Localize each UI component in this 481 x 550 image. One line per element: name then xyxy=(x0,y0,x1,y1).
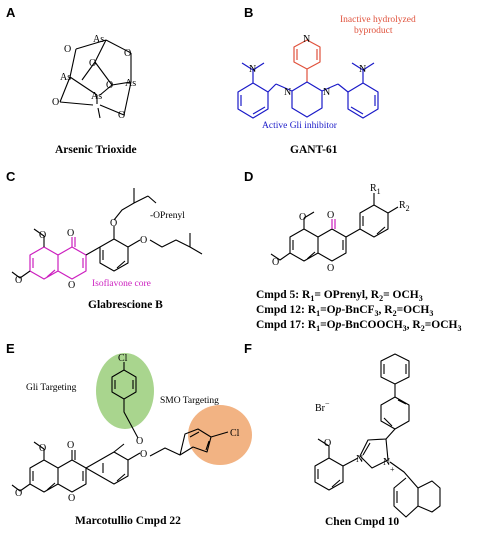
ether-o-atom: O xyxy=(110,218,117,229)
pyranone-o-atom: O xyxy=(327,263,334,274)
panel-letter-a: A xyxy=(6,5,16,20)
panel-b: B Inactive hydrolyzed byproduct N N N N … xyxy=(237,5,416,156)
methoxy-o-atom: O xyxy=(299,212,306,223)
pyranone-o-atom: O xyxy=(68,280,75,291)
methoxy-o-atom: O xyxy=(324,438,331,449)
positive-charge: + xyxy=(390,465,395,474)
methoxy-o-atom: O xyxy=(272,257,279,268)
panel-letter-b: B xyxy=(244,5,253,20)
byproduct-label-2: byproduct xyxy=(354,26,393,36)
panel-letter-d: D xyxy=(244,169,253,184)
caption-chen-cmpd-10: Chen Cmpd 10 xyxy=(325,516,399,528)
pyranone-o-atom: O xyxy=(68,493,75,504)
methoxy-o-atom: O xyxy=(39,443,46,454)
imidazolium-n-plus-atom: N xyxy=(383,457,390,468)
panel-f: F Br− N N + O Chen Cmpd 10 xyxy=(244,341,441,528)
carbonyl-o-atom: O xyxy=(67,440,74,451)
byproduct-label-1: Inactive hydrolyzed xyxy=(340,15,416,25)
bromide-label: Br− xyxy=(315,399,330,414)
gli-targeting-highlight xyxy=(96,353,154,429)
compound-5-label: Cmpd 5: R1= OPrenyl, R2= OCH3 xyxy=(256,289,423,303)
compound-d-structure: O O O O R1 R2 xyxy=(270,183,410,274)
glabrescione-b-structure: O O O O O O xyxy=(11,188,203,291)
as-atom-right: As xyxy=(125,78,136,89)
smo-targeting-highlight xyxy=(188,405,252,465)
methoxy-o-atom: O xyxy=(15,488,22,499)
o-atom: O xyxy=(89,58,96,69)
marcotullio-structure: Cl O O O O O O Cl xyxy=(11,353,240,504)
panel-letter-e: E xyxy=(6,341,15,356)
ether-o-atom: O xyxy=(140,235,147,246)
panel-letter-f: F xyxy=(244,341,252,356)
panel-d: D O O O O R1 R2 Cmpd 5: R1= OPrenyl, R2=… xyxy=(244,169,461,333)
nme2-n-atom-right: N xyxy=(359,64,366,75)
r2-label: R2 xyxy=(399,200,410,213)
pyridine-n-atom: N xyxy=(303,34,310,45)
panel-a: A As O O O As As O As O O Arsenic Trioxi… xyxy=(6,5,137,156)
methoxy-o-atom: O xyxy=(39,230,46,241)
as-atom-left: As xyxy=(60,72,71,83)
carbonyl-o-atom: O xyxy=(327,210,334,221)
caption-arsenic-trioxide: Arsenic Trioxide xyxy=(55,144,137,156)
cl-atom-gli: Cl xyxy=(118,353,128,364)
gant61-structure: N N N N N xyxy=(237,34,379,119)
oprenyl-label: -OPrenyl xyxy=(150,211,185,221)
r1-label: R1 xyxy=(370,183,381,196)
as-atom-top: As xyxy=(93,34,104,45)
methoxy-o-atom: O xyxy=(15,275,22,286)
chen-structure: N N + O xyxy=(314,353,441,518)
arsenic-trioxide-structure: As O O O As As O As O O xyxy=(52,34,136,121)
ether-o-atom: O xyxy=(140,449,147,460)
o-atom: O xyxy=(52,97,59,108)
caption-marcotullio: Marcotullio Cmpd 22 xyxy=(75,515,181,527)
ring-n-atom-right: N xyxy=(323,87,330,98)
o-atom: O xyxy=(106,80,113,91)
gli-targeting-label: Gli Targeting xyxy=(26,383,77,393)
active-gli-inhibitor-label: Active Gli inhibitor xyxy=(262,121,338,131)
carbonyl-o-atom: O xyxy=(67,228,74,239)
o-atom: O xyxy=(118,110,125,121)
smo-targeting-label: SMO Targeting xyxy=(160,396,219,406)
panel-e: E Gli Targeting SMO Targeting Cl O O O O… xyxy=(6,341,252,527)
panel-letter-c: C xyxy=(6,169,16,184)
compound-17-label: Cmpd 17: R1=Op-BnCOOCH3, R2=OCH3 xyxy=(256,319,461,333)
isoflavone-core-label: Isoflavone core xyxy=(92,278,151,289)
ether-o-atom: O xyxy=(136,436,143,447)
ring-n-atom-left: N xyxy=(284,87,291,98)
o-atom: O xyxy=(124,48,131,59)
caption-glabrescione-b: Glabrescione B xyxy=(88,299,163,311)
imidazolium-n-atom: N xyxy=(356,454,363,465)
caption-gant61: GANT-61 xyxy=(290,144,338,156)
compound-12-label: Cmpd 12: R1=Op-BnCF3, R2=OCH3 xyxy=(256,304,433,318)
cl-atom-smo: Cl xyxy=(230,428,240,439)
o-atom: O xyxy=(64,44,71,55)
nme2-n-atom-left: N xyxy=(249,64,256,75)
as-atom-center: As xyxy=(91,91,102,102)
panel-c: C O O O O O O -OPrenyl Isoflavone core G… xyxy=(6,169,203,311)
